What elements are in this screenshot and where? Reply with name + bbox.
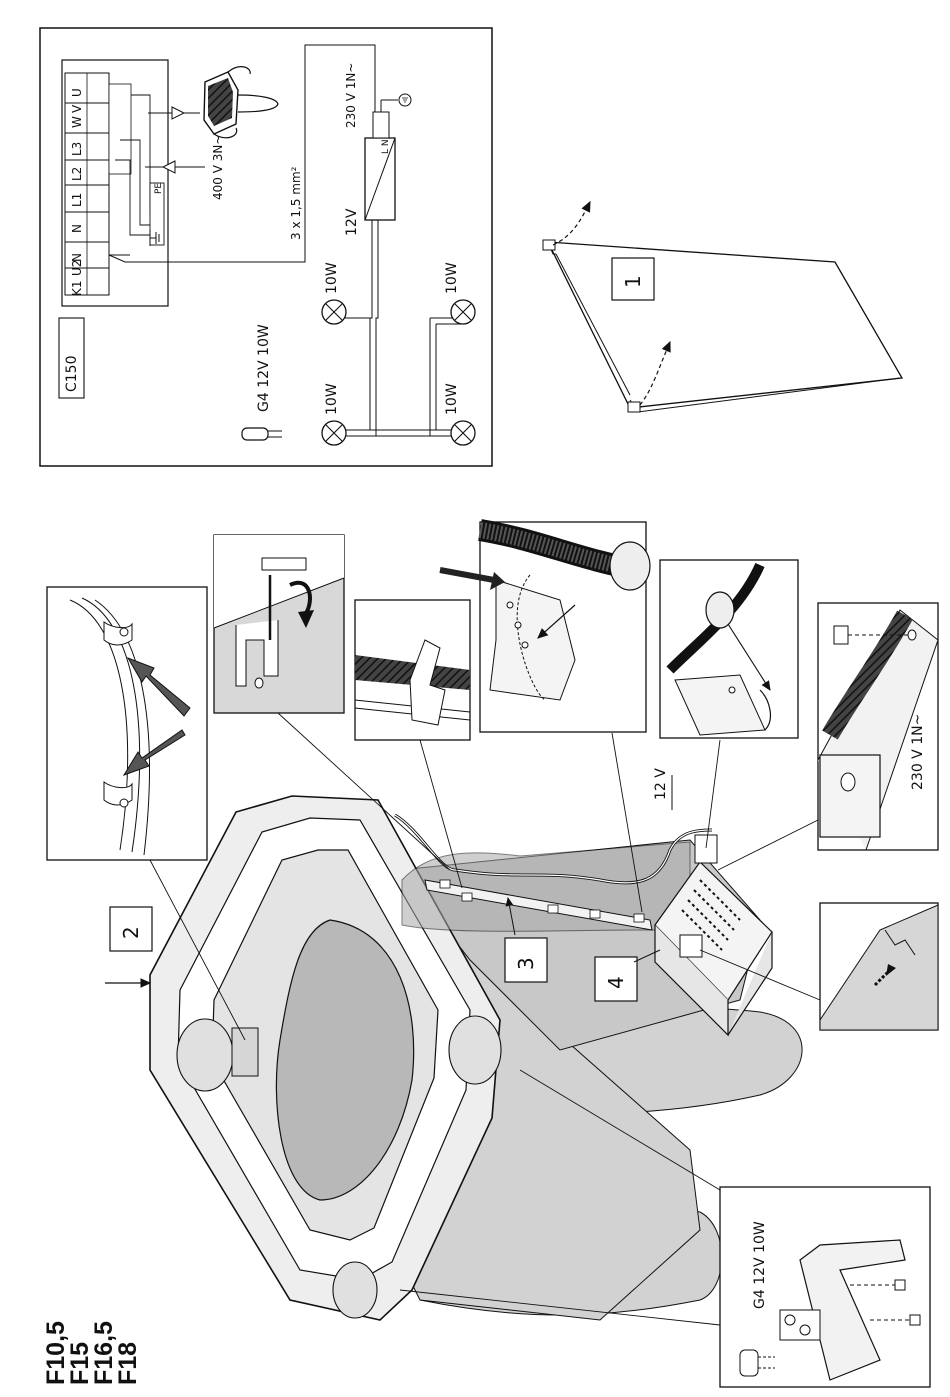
cover-panel-step-1: 1 — [543, 202, 902, 412]
low-voltage-label: 12V — [344, 208, 360, 236]
lamp-4-power: 10W — [444, 383, 460, 415]
terminal-label-l3: L3 — [70, 142, 84, 156]
terminal-label-l1: L1 — [70, 193, 84, 207]
air-cassette-unit: 2 3 4 12 V — [105, 768, 802, 1320]
step-3-number: 3 — [514, 957, 538, 970]
cable-spec-label: 3 x 1,5 mm² — [289, 166, 303, 240]
power-supply — [365, 94, 411, 220]
terminal-label-v: V — [70, 104, 84, 113]
detail-grommet — [660, 560, 798, 738]
lamp-2-power: 10W — [444, 262, 460, 294]
step-2-number: 2 — [119, 926, 143, 939]
detail-tab-bend — [214, 535, 344, 713]
terminal-label-k1: K1 — [70, 280, 84, 296]
detail-psu-screw: 230 V 1N~ — [818, 603, 938, 850]
terminal-label-n2: N — [70, 224, 84, 233]
wiring-diagram: K1 U2 N N L1 L2 L3 W V U PE C150 400 V 3… — [40, 28, 492, 466]
cable-12v-label: 12 V — [653, 768, 669, 800]
module-label: C150 — [64, 356, 80, 393]
lamp-3 — [322, 421, 346, 445]
step-4-number: 4 — [604, 976, 628, 989]
psu-terminal-label: L N — [381, 139, 391, 154]
lamp-spec-label: G4 12V 10W — [256, 324, 272, 412]
supply-cable — [109, 45, 375, 262]
model-label-4: F18 — [114, 1342, 142, 1385]
bulb-icon — [242, 428, 282, 440]
model-list: F10,5 F15 F16,5 F18 — [42, 1321, 142, 1385]
terminal-label-n1: N — [70, 253, 84, 262]
supply-arrow-400v — [145, 161, 205, 173]
supply-400v-label: 400 V 3N~ — [211, 135, 225, 200]
lamp-1 — [322, 300, 346, 324]
lamp-1-power: 10W — [324, 262, 340, 294]
lamp-2 — [451, 300, 475, 324]
lamp-holder-spec-label: G4 12V 10W — [752, 1221, 768, 1309]
lamp-3-power: 10W — [324, 383, 340, 415]
terminal-label-l2: L2 — [70, 167, 84, 181]
detail-lamp-holder: G4 12V 10W — [720, 1187, 930, 1387]
step-1-number: 1 — [621, 275, 645, 288]
detail-cable-tie — [440, 522, 650, 732]
lamp-symbols — [322, 300, 475, 445]
detail-frame-clips — [47, 587, 207, 860]
lamp-4 — [451, 421, 475, 445]
supply-230v-label: 230 V 1N~ — [344, 63, 358, 128]
detail-tab-slot — [820, 903, 938, 1030]
terminal-label-u: U — [70, 88, 84, 97]
pe-label: PE — [154, 183, 164, 194]
psu-supply-label: 230 V 1N~ — [910, 714, 926, 790]
detail-strip-clip — [355, 600, 470, 740]
terminal-label-w: W — [70, 116, 84, 128]
